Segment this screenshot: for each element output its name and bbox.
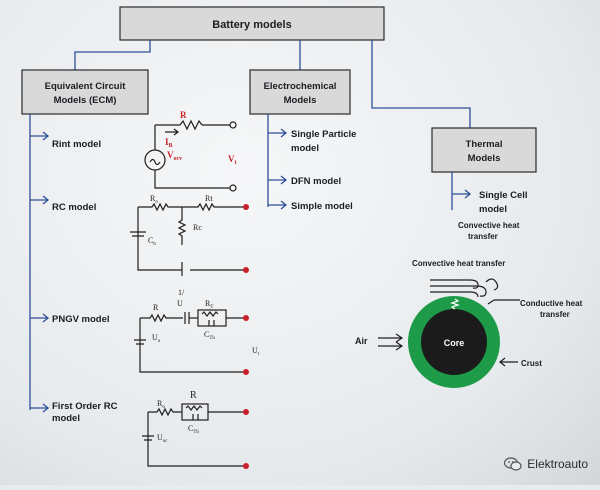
- rc-rc-label: Rc: [193, 223, 202, 232]
- convective-label: Convective heat transfer: [412, 259, 505, 268]
- rc-terminal-top: [243, 204, 249, 210]
- title-box: [119, 6, 385, 41]
- rc-r0-sub: o: [155, 200, 158, 205]
- pngv-uo-sub: o: [158, 339, 161, 344]
- electro-item-spm-line1: Single Particle: [291, 129, 356, 140]
- first-uoc-sub: oc: [163, 439, 169, 444]
- electrochemical-connectors: [267, 114, 288, 210]
- core-label: Core: [444, 338, 465, 348]
- electrochemical-title-line1: Electrochemical: [264, 81, 337, 92]
- ecm-item-pngv: PNGV model: [52, 314, 110, 325]
- airflow-icon: [430, 278, 499, 298]
- chat-bubble-icon: [504, 457, 522, 471]
- electro-item-simple: Simple model: [291, 201, 353, 212]
- pngv-u-top2-label: U: [177, 299, 183, 308]
- first-r0-label: R: [157, 399, 163, 408]
- thermal-title-line2: Models: [468, 153, 501, 164]
- rc-terminal-bottom: [243, 267, 249, 273]
- pngv-rt-sub: T: [210, 305, 213, 310]
- pngv-cth-sub: Th: [209, 336, 215, 341]
- rc-rt-label: Rt: [205, 194, 213, 203]
- ecm-item-rc: RC model: [52, 202, 96, 213]
- thermal-box: [431, 127, 537, 173]
- ecm-title-line2: Models (ECM): [54, 95, 117, 106]
- pngv-cth-label: C: [204, 330, 209, 339]
- rint-ib-sub: B: [169, 143, 173, 149]
- svg-text:CTh: CTh: [188, 424, 199, 435]
- first-terminal-top: [243, 409, 249, 415]
- electro-item-dfn: DFN model: [291, 176, 341, 187]
- thermal-item-convective-line2: transfer: [468, 232, 498, 241]
- voltage-source-icon: [144, 149, 166, 171]
- diagram-title: Battery models: [212, 19, 291, 31]
- terminal-negative: [229, 184, 237, 192]
- thermal-item-convective-line1: Convective heat: [458, 221, 520, 230]
- core-circle: [421, 309, 487, 375]
- rint-vt-label: V: [228, 154, 235, 164]
- rint-circuit: R IB Vocv Vt: [144, 110, 237, 192]
- rc-circuit: Ro Rt Cb Rc: [130, 194, 249, 276]
- ecm-box: [21, 69, 149, 115]
- pngv-circuit: R 1/ U RT Uo CTh Ut: [134, 288, 260, 375]
- pngv-rt-label: R: [205, 299, 211, 308]
- pngv-u-top-label: 1/: [178, 288, 185, 297]
- rc-r0-label: R: [150, 194, 156, 203]
- first-r0-sub: o: [162, 405, 165, 410]
- svg-text:Ro: Ro: [150, 194, 158, 205]
- svg-text:Vt: Vt: [228, 154, 237, 166]
- first-cth-sub: Th: [193, 430, 199, 435]
- ecm-item-first-order-line2: model: [52, 413, 80, 424]
- thermal-connectors: [451, 172, 472, 210]
- crust-label: Crust: [521, 359, 542, 368]
- ecm-item-rint: Rint model: [52, 139, 101, 150]
- svg-text:Uo: Uo: [152, 333, 161, 344]
- svg-text:Ro: Ro: [157, 399, 165, 410]
- terminal-positive: [229, 121, 237, 129]
- thermal-cell-diagram: Convective heat transfer Conductive heat…: [355, 259, 583, 388]
- conductive-label-line2: transfer: [540, 310, 570, 319]
- pngv-ut-sub: t: [258, 352, 260, 357]
- rint-vocv-sub: ocv: [174, 156, 183, 162]
- watermark-text: Elektroauto: [527, 457, 588, 471]
- first-uoc-label: U: [157, 433, 163, 442]
- thermal-item-single-cell-line2: model: [479, 204, 507, 215]
- svg-text:IB: IB: [165, 137, 173, 149]
- svg-text:CTh: CTh: [204, 330, 215, 341]
- svg-text:Uoc: Uoc: [157, 433, 168, 444]
- rint-ib-label: I: [165, 137, 169, 147]
- first-r-label: R: [190, 390, 197, 401]
- watermark: Elektroauto: [504, 457, 588, 471]
- ecm-connectors: [29, 114, 50, 413]
- first-cth-label: C: [188, 424, 193, 433]
- thermal-item-single-cell-line1: Single Cell: [479, 190, 528, 201]
- air-label: Air: [355, 336, 368, 346]
- rint-vocv-label: V: [167, 150, 174, 160]
- svg-text:Vocv: Vocv: [167, 150, 182, 162]
- electrochemical-box: [249, 69, 351, 115]
- rc-cb-label: C: [148, 236, 153, 245]
- first-terminal-bottom: [243, 463, 249, 469]
- pngv-uo-label: U: [152, 333, 158, 342]
- rc-cb-sub: b: [153, 242, 156, 247]
- pngv-terminal-top: [243, 315, 249, 321]
- svg-text:RT: RT: [205, 299, 213, 310]
- svg-text:Ut: Ut: [252, 346, 260, 357]
- thermal-title-line1: Thermal: [466, 139, 503, 150]
- svg-text:Cb: Cb: [148, 236, 156, 247]
- pngv-ut-label: U: [252, 346, 258, 355]
- title-connectors: [74, 40, 471, 128]
- rint-vt-sub: t: [235, 160, 237, 166]
- pngv-terminal-bottom: [243, 369, 249, 375]
- ecm-item-first-order-line1: First Order RC: [52, 401, 118, 412]
- pngv-r-label: R: [153, 303, 159, 312]
- conductive-label-line1: Conductive heat: [520, 299, 583, 308]
- ecm-title-line1: Equivalent Circuit: [45, 81, 127, 92]
- electro-item-spm-line2: model: [291, 143, 319, 154]
- first-order-rc-circuit: R Ro Uoc CTh: [142, 390, 249, 469]
- rint-r-label: R: [180, 110, 187, 120]
- electrochemical-title-line2: Models: [284, 95, 317, 106]
